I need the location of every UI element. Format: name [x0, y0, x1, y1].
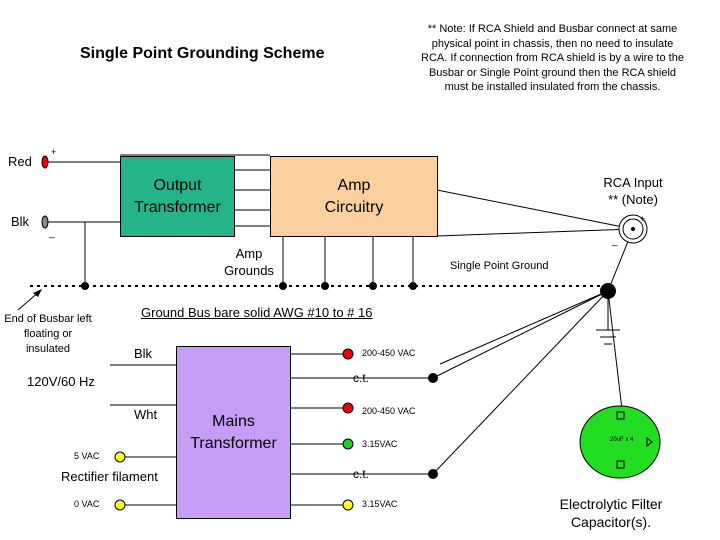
- capacitor-value: 20uF x 4: [610, 437, 634, 443]
- svg-text:+: +: [51, 147, 56, 157]
- mains-transformer-label: Mains Transformer: [190, 412, 277, 452]
- output-transformer-box: Output Transformer: [120, 156, 235, 237]
- amp-grounds-label: Amp Grounds: [224, 246, 274, 278]
- filament-5vac-label: 5 VAC: [74, 451, 100, 461]
- svg-text:+: +: [640, 214, 645, 224]
- tap-315-1: 3.15VAC: [362, 439, 398, 449]
- blk-label: Blk: [11, 214, 30, 229]
- mains-transformer-box: Mains Transformer: [176, 346, 291, 519]
- output-transformer-label: Output Transformer: [134, 176, 221, 216]
- mains-voltage-label: 120V/60 Hz: [27, 374, 95, 389]
- red-label: Red: [8, 154, 32, 169]
- diagram-title: Single Point Grounding Scheme: [80, 45, 325, 62]
- amp-circuitry-label: Amp Circuitry: [324, 176, 384, 216]
- svg-text:_: _: [611, 236, 618, 247]
- capacitor-label: Electrolytic Filter Capacitor(s).: [559, 496, 663, 530]
- filament-0vac-label: 0 VAC: [74, 499, 100, 509]
- single-point-ground-label: Single Point Ground: [450, 260, 549, 272]
- rca-note: ** Note: If RCA Shield and Busbar connec…: [421, 23, 684, 93]
- ground-bus-label: Ground Bus bare solid AWG #10 to # 16: [141, 305, 373, 320]
- end-of-busbar-label: End of Busbar left floating or insulated: [4, 313, 92, 355]
- tap-ct-1: c.t.: [353, 371, 370, 385]
- tap-200-450-1: 200-450 VAC: [362, 348, 416, 358]
- svg-text:_: _: [48, 228, 55, 239]
- tap-315-2: 3.15VAC: [362, 499, 398, 509]
- mains-wht-label: Wht: [134, 407, 158, 422]
- tap-200-450-2: 200-450 VAC: [362, 406, 416, 416]
- mains-blk-label: Blk: [134, 346, 153, 361]
- tap-ct-2: c.t.: [353, 467, 370, 481]
- amp-circuitry-box: Amp Circuitry: [270, 156, 438, 237]
- rca-input-label: RCA Input ** (Note): [603, 175, 663, 207]
- electrolytic-capacitor: [579, 405, 661, 479]
- rectifier-filament-label: Rectifier filament: [61, 469, 158, 484]
